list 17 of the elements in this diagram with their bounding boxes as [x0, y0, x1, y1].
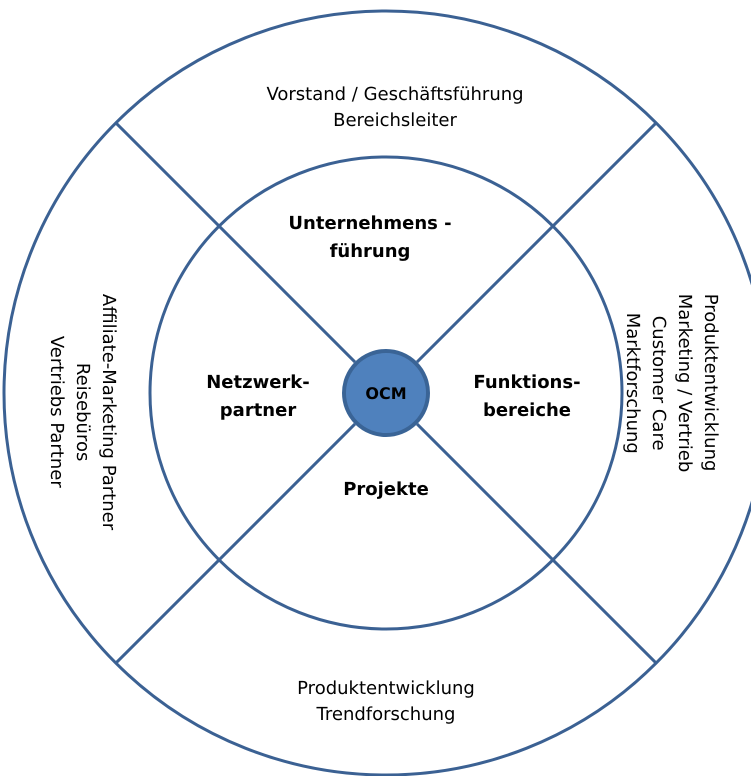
group-label: Marktforschung: [621, 311, 644, 456]
sector-label: Netzwerk- partner: [205, 371, 311, 423]
sector-label: Funktions- bereiche: [472, 371, 582, 423]
group-label: Bereichsleiter: [332, 109, 458, 133]
group-label: Produktentwicklung: [297, 677, 475, 701]
sector-label: Unternehmens -führung: [287, 212, 453, 264]
group-label: Reisebüros: [71, 362, 94, 464]
group-label: Customer Care: [647, 314, 670, 452]
group-label: Produktentwicklung: [699, 294, 722, 472]
group-label: Vertriebs Partner: [45, 335, 68, 490]
center-circle: [342, 349, 430, 437]
sector-label: Projekte: [342, 478, 430, 502]
group-label: Marketing / Vertrieb: [673, 294, 696, 472]
group-label: Vorstand / Geschäftsführung: [266, 83, 524, 107]
group-label: Affiliate-Marketing Partner: [97, 294, 120, 530]
center-label: OCM: [365, 384, 407, 402]
group-label: Trendforschung: [316, 703, 456, 727]
